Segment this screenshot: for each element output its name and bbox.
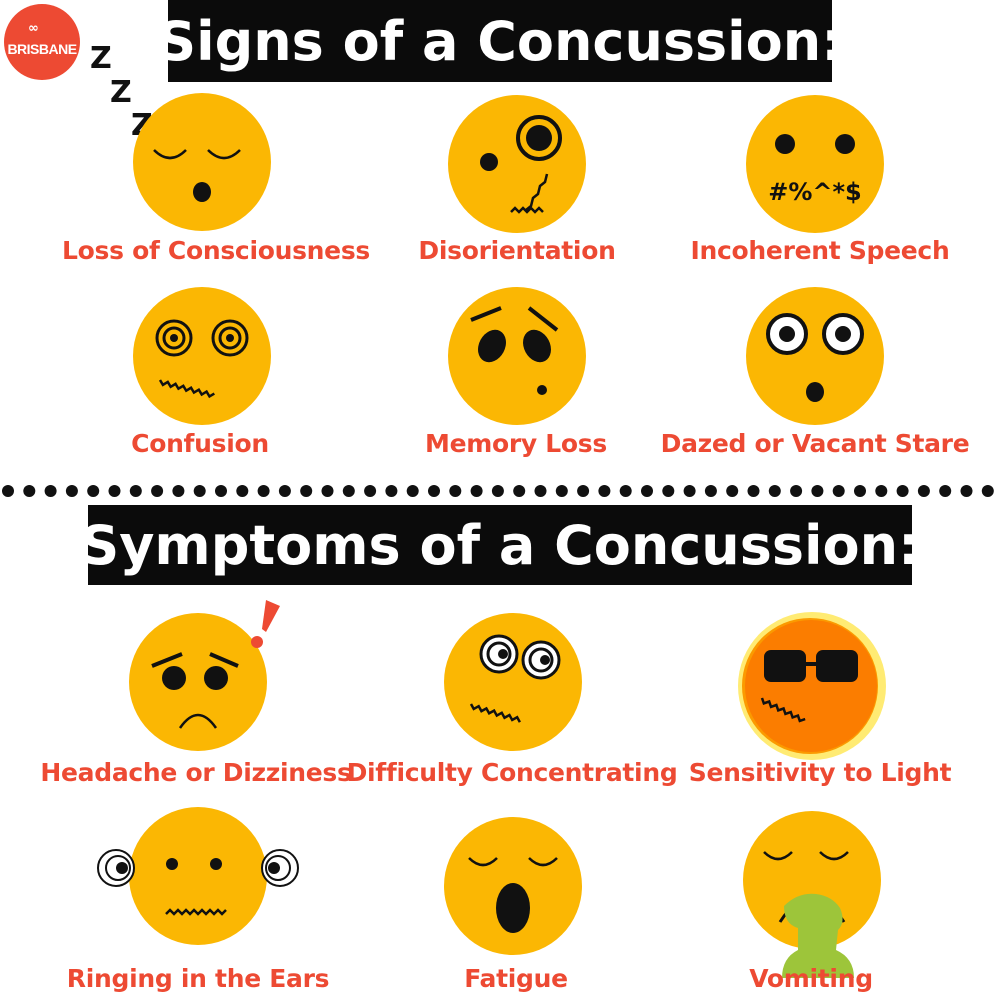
divider-dot xyxy=(151,485,164,497)
sleep-z-2: Z xyxy=(110,75,132,110)
symptom-label-vomiting: Vomiting xyxy=(749,964,873,993)
headache-face-icon xyxy=(129,613,267,751)
sign-label-loss-of-consciousness: Loss of Consciousness xyxy=(62,236,370,265)
memory-loss-face-icon xyxy=(448,287,586,425)
divider-dot xyxy=(65,485,78,497)
sign-label-dazed-or-vacant-stare: Dazed or Vacant Stare xyxy=(660,429,970,458)
divider-dot xyxy=(172,485,185,497)
divider-dot xyxy=(875,485,888,497)
divider-dot xyxy=(321,485,334,497)
divider-dot xyxy=(236,485,249,497)
confused-face-icon xyxy=(133,287,271,425)
divider-dot xyxy=(300,485,313,497)
divider-dot xyxy=(278,485,291,497)
divider-dot xyxy=(577,485,590,497)
divider-dot xyxy=(811,485,824,497)
divider-dot xyxy=(768,485,781,497)
divider-dot xyxy=(704,485,717,497)
divider-dot xyxy=(470,485,483,497)
yawning-face-icon xyxy=(444,817,582,955)
divider-dot xyxy=(449,485,462,497)
divider-dot xyxy=(555,485,568,497)
sleeping-face-icon xyxy=(133,93,271,231)
symptom-label-ringing-in-the-ears: Ringing in the Ears xyxy=(66,964,330,993)
sleep-z-1: Z xyxy=(90,41,112,76)
sign-label-confusion: Confusion xyxy=(131,429,269,458)
disoriented-face-icon xyxy=(448,95,586,233)
divider-dot xyxy=(2,485,14,497)
divider-dot xyxy=(44,485,57,497)
divider-dot xyxy=(129,485,142,497)
divider-dot xyxy=(364,485,377,497)
divider-dot xyxy=(385,485,398,497)
divider-dot xyxy=(108,485,121,497)
divider-dot xyxy=(193,485,206,497)
logo-brand-text: BRISBANE xyxy=(7,41,77,57)
divider-dot xyxy=(683,485,696,497)
divider-dot xyxy=(23,485,36,497)
divider-dot xyxy=(662,485,675,497)
divider-dot xyxy=(342,485,355,497)
abc-logo-icon: ∞ xyxy=(28,21,39,36)
ringing-ears-face-icon xyxy=(97,807,299,945)
sign-label-memory-loss: Memory Loss xyxy=(425,429,607,458)
speech-symbols: #%^*$ xyxy=(768,178,862,206)
divider-dot xyxy=(87,485,100,497)
symptoms-heading: Symptoms of a Concussion: xyxy=(80,505,920,585)
signs-heading: Signs of a Concussion: xyxy=(157,0,843,82)
divider-dot xyxy=(790,485,803,497)
divider-dot xyxy=(832,485,845,497)
divider-dot xyxy=(641,485,653,497)
dazed-face-icon xyxy=(746,287,884,425)
divider-dot xyxy=(534,485,547,497)
swearing-face-icon: #%^*$ xyxy=(746,95,884,233)
distracted-face-icon xyxy=(444,613,582,751)
divider-dot xyxy=(491,485,504,497)
section-divider xyxy=(2,485,994,497)
divider-dot xyxy=(854,485,866,497)
divider-dot xyxy=(428,485,440,497)
exclamation-icon xyxy=(251,600,280,648)
divider-dot xyxy=(215,485,227,497)
sign-label-incoherent-speech: Incoherent Speech xyxy=(690,236,950,265)
abc-brisbane-logo: ∞ BRISBANE xyxy=(4,4,80,80)
divider-dot xyxy=(960,485,973,497)
divider-dot xyxy=(257,485,270,497)
divider-dot xyxy=(619,485,632,497)
divider-dot xyxy=(939,485,952,497)
divider-dot xyxy=(406,485,419,497)
symptom-label-difficulty-concentrating: Difficulty Concentrating xyxy=(346,758,678,787)
divider-dot xyxy=(598,485,611,497)
sunglasses-face-icon xyxy=(738,612,886,760)
vomiting-face-icon xyxy=(743,811,881,978)
divider-dot xyxy=(917,485,930,497)
divider-dot xyxy=(513,485,526,497)
divider-dot xyxy=(981,485,994,497)
divider-dot xyxy=(747,485,760,497)
symptom-label-sensitivity-to-light: Sensitivity to Light xyxy=(688,758,952,787)
divider-dot xyxy=(726,485,739,497)
symptom-label-headache-or-dizziness: Headache or Dizziness xyxy=(40,758,352,787)
sign-label-disorientation: Disorientation xyxy=(418,236,616,265)
symptom-label-fatigue: Fatigue xyxy=(464,964,568,993)
divider-dot xyxy=(896,485,909,497)
